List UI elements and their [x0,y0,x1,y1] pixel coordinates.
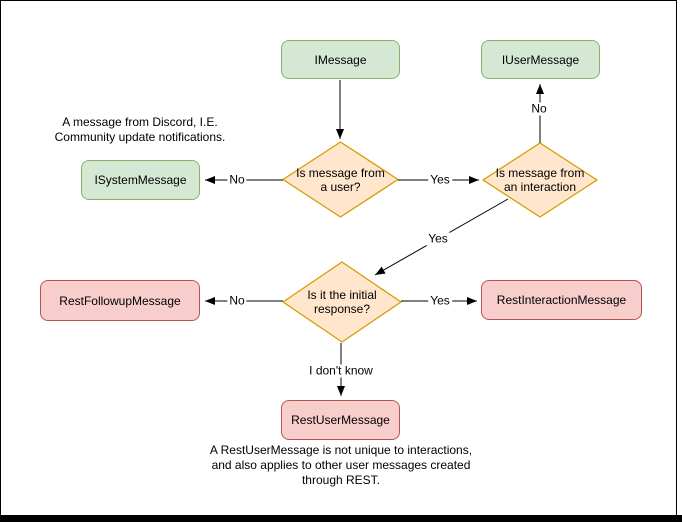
node-iusermessage: IUserMessage [481,40,600,79]
edge-label-yes-interaction: Yes [428,172,452,187]
node-restusermessage: RestUserMessage [281,400,400,440]
note-restusermessage-description: A RestUserMessage is not unique to inter… [209,443,473,487]
edge-label-yes-initial: Yes [426,231,450,246]
edge-label-no-iusermessage: No [529,101,549,116]
decision-label-is-from-user: Is message from a user? [296,165,385,194]
edge-label-no-isystemmessage: No [227,172,247,187]
edge-label-no-restfollowup: No [227,293,247,308]
edge-label-i-dont-know: I don't know [307,363,375,378]
node-imessage: IMessage [281,40,400,79]
decision-label-is-from-interaction: Is message from an interaction [495,166,585,194]
decision-label-is-initial-response: Is it the initial response? [307,288,377,316]
edge-label-yes-restinteraction: Yes [428,293,452,308]
node-restinteractionmessage: RestInteractionMessage [481,280,642,320]
decision-diamond-is-from-user [282,141,399,218]
decision-diamond-is-initial-response [282,261,402,343]
note-isystemmessage-description: A message from Discord, I.E. Community u… [54,115,226,144]
decision-diamond-is-from-interaction [482,142,598,218]
node-restfollowupmessage: RestFollowupMessage [40,280,200,321]
node-isystemmessage: ISystemMessage [81,160,200,200]
bottom-black-bar [0,515,682,522]
